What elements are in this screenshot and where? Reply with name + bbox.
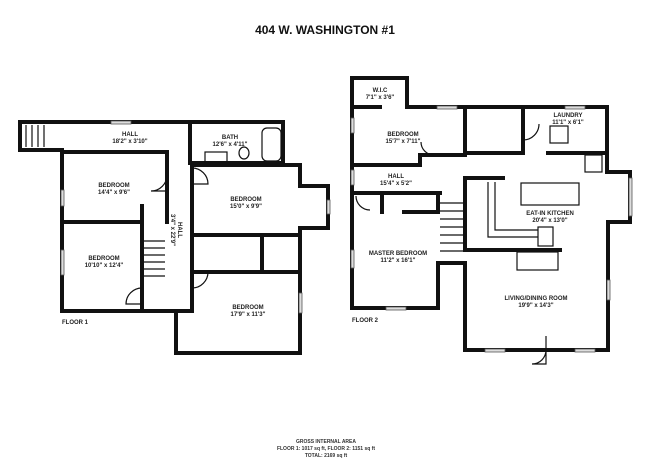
room-dims: 15'7" x 7'11": [386, 139, 421, 145]
room-dims: 10'10" x 12'4": [85, 263, 124, 269]
floor-1-stairs: [25, 125, 165, 277]
room-name: HALL: [176, 222, 182, 238]
area-heading: GROSS INTERNAL AREA: [296, 439, 356, 445]
room-name: LAUNDRY: [553, 113, 582, 119]
floor-2-walls: [350, 76, 632, 352]
room-dims: 7'1" x 3'6": [366, 95, 395, 101]
room-dims: 19'9" x 14'3": [518, 303, 553, 309]
room-dims: 15'4" x 5'2": [380, 181, 412, 187]
room-name: BEDROOM: [98, 183, 129, 189]
room-name: MASTER BEDROOM: [369, 251, 427, 257]
room-name: LIVING/DINING ROOM: [505, 296, 568, 302]
floor-1-plan: HALL 18'2" x 3'10" BATH 12'6" x 4'11" BE…: [18, 120, 331, 355]
room-name: BEDROOM: [387, 132, 418, 138]
washer: [549, 125, 569, 144]
floor-2-label: FLOOR 2: [352, 318, 379, 324]
entry-door: [531, 336, 547, 365]
room-dims: 15'0" x 9'9": [230, 204, 262, 210]
room-dims: 11'1" x 6'1": [552, 120, 584, 126]
floor-2-stairs: [440, 202, 463, 252]
room-name: W.I.C: [373, 88, 388, 94]
room-dims: 14'4" x 9'6": [98, 190, 130, 196]
area-total: TOTAL: 2169 sq ft: [305, 453, 348, 459]
stove: [537, 226, 554, 247]
floor-2-fixtures: [350, 105, 633, 365]
floor-1-walls: [18, 120, 330, 355]
room-name: HALL: [122, 132, 138, 138]
room-dims: 11'2" x 16'1": [381, 258, 416, 264]
room-dims: 12'6" x 4'11": [213, 142, 248, 148]
room-name: BEDROOM: [230, 197, 261, 203]
dryer: [584, 154, 603, 173]
room-dims: 17'9" x 11'3": [231, 312, 266, 318]
door: [355, 195, 371, 211]
room-name: BEDROOM: [232, 305, 263, 311]
room-name: BEDROOM: [88, 256, 119, 262]
gross-area-summary: GROSS INTERNAL AREA FLOOR 1: 1017 sq ft,…: [277, 439, 375, 459]
door: [150, 174, 168, 192]
door: [191, 271, 209, 289]
floor-1-fixtures: [60, 120, 331, 314]
sink: [204, 151, 228, 163]
fireplace: [516, 251, 559, 271]
door: [522, 123, 540, 141]
kitchen-island: [520, 182, 580, 206]
area-floors: FLOOR 1: 1017 sq ft, FLOOR 2: 1151 sq ft: [277, 446, 375, 452]
plan-title: 404 W. WASHINGTON #1: [255, 23, 395, 37]
door: [125, 287, 143, 305]
door: [191, 167, 209, 185]
bathtub: [261, 127, 282, 162]
room-dims: 20'4" x 13'0": [532, 218, 567, 224]
room-name: HALL: [388, 174, 404, 180]
room-dims: 3'4" x 22'9": [169, 214, 175, 246]
floor-2-plan: W.I.C 7'1" x 3'6" BEDROOM 15'7" x 7'11" …: [350, 76, 633, 365]
floor-1-label: FLOOR 1: [62, 320, 89, 326]
toilet: [238, 146, 250, 160]
room-name: BATH: [222, 135, 238, 141]
door: [420, 141, 435, 156]
room-name: EAT-IN KITCHEN: [526, 211, 574, 217]
room-dims: 18'2" x 3'10": [112, 139, 147, 145]
